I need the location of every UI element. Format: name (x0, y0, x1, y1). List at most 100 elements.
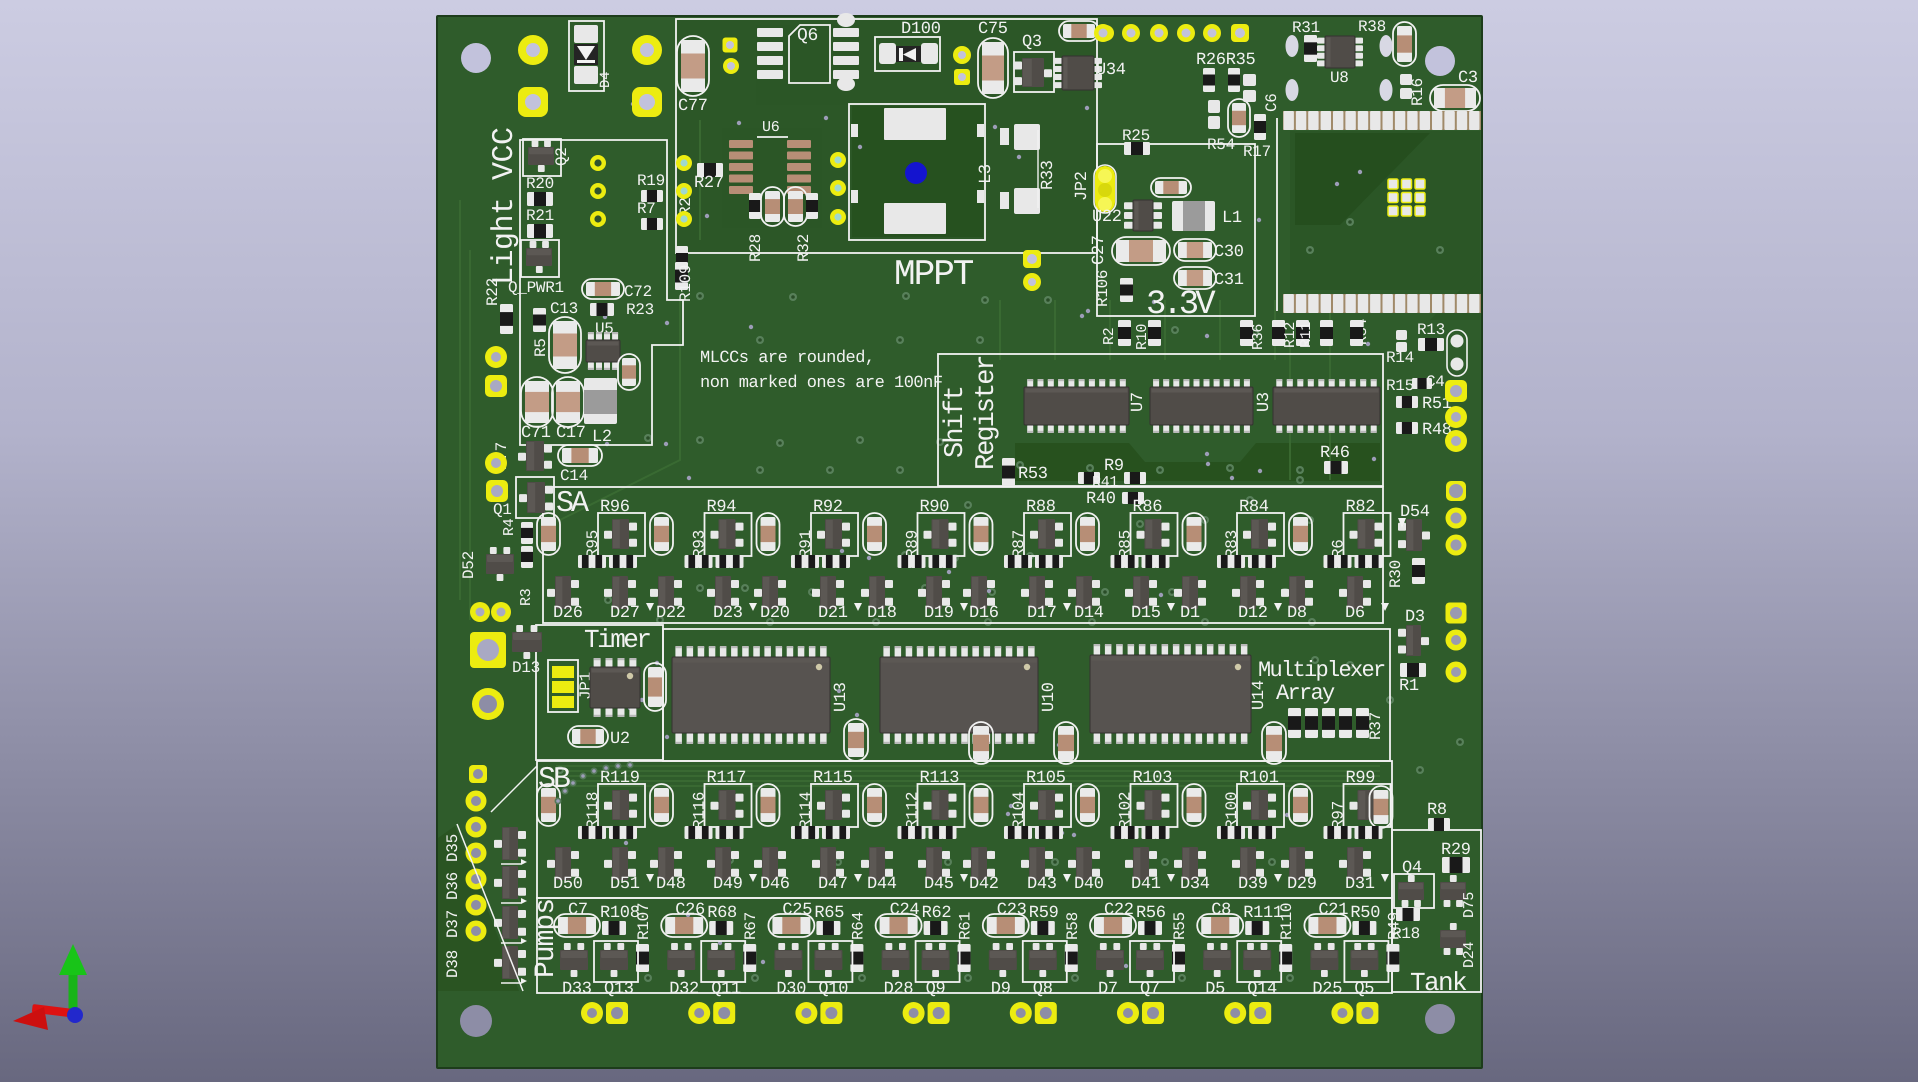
svg-text:R103: R103 (1133, 769, 1173, 788)
svg-text:R53: R53 (1018, 465, 1048, 484)
svg-text:R90: R90 (920, 498, 950, 517)
svg-text:R108: R108 (600, 904, 640, 923)
svg-text:R62: R62 (922, 904, 952, 923)
svg-text:R32: R32 (795, 234, 813, 262)
svg-text:R33: R33 (1039, 160, 1058, 190)
svg-text:Multiplexer: Multiplexer (1258, 658, 1385, 683)
svg-text:R12: R12 (1282, 322, 1299, 348)
svg-text:R58: R58 (1064, 912, 1082, 940)
svg-text:Q10: Q10 (818, 980, 848, 999)
svg-text:R105: R105 (1026, 769, 1066, 788)
svg-text:C13: C13 (550, 300, 578, 318)
svg-text:U10: U10 (1040, 682, 1059, 712)
svg-text:D20: D20 (760, 604, 790, 623)
svg-text:C6: C6 (1263, 93, 1281, 112)
svg-text:D75: D75 (1461, 892, 1478, 918)
svg-text:Pumps: Pumps (531, 899, 562, 978)
svg-text:R113: R113 (920, 769, 960, 788)
svg-text:C26: C26 (675, 901, 705, 920)
svg-text:R36: R36 (1250, 324, 1267, 350)
svg-text:D52: D52 (460, 551, 478, 579)
svg-text:D6: D6 (1345, 604, 1365, 623)
svg-text:D9: D9 (991, 980, 1011, 999)
svg-text:U2: U2 (610, 730, 630, 749)
svg-text:C30: C30 (1214, 243, 1244, 262)
svg-text:D4: D4 (598, 72, 614, 88)
svg-text:D29: D29 (1287, 875, 1317, 894)
svg-text:L3: L3 (977, 164, 996, 184)
svg-text:D37: D37 (444, 910, 462, 938)
svg-text:Q2: Q2 (553, 147, 571, 166)
svg-text:D40: D40 (1074, 875, 1104, 894)
svg-text:R5: R5 (532, 338, 550, 357)
svg-text:L2: L2 (592, 428, 612, 447)
svg-text:C25: C25 (782, 901, 812, 920)
svg-text:C75: C75 (978, 20, 1008, 39)
svg-text:D16: D16 (969, 604, 999, 623)
svg-text:R91: R91 (797, 530, 815, 558)
svg-text:R112: R112 (904, 792, 922, 829)
svg-text:D15: D15 (1131, 604, 1161, 623)
svg-text:C4: C4 (1426, 373, 1445, 391)
svg-text:D35: D35 (444, 834, 462, 862)
svg-text:L1: L1 (1222, 209, 1242, 228)
svg-text:R92: R92 (813, 498, 843, 517)
svg-text:C7: C7 (568, 901, 588, 920)
svg-text:D33: D33 (562, 980, 592, 999)
svg-text:D39: D39 (1238, 875, 1268, 894)
svg-text:D30: D30 (776, 980, 806, 999)
svg-text:D7: D7 (1098, 980, 1118, 999)
svg-text:D45: D45 (924, 875, 954, 894)
svg-text:R22: R22 (484, 278, 502, 306)
svg-text:R40: R40 (1086, 490, 1116, 509)
svg-text:R7: R7 (637, 200, 656, 218)
svg-text:R11: R11 (1298, 322, 1315, 348)
svg-text:D34: D34 (1180, 875, 1210, 894)
svg-text:JP2: JP2 (1073, 171, 1092, 201)
svg-text:SA: SA (556, 487, 589, 521)
svg-text:C14: C14 (560, 467, 588, 485)
svg-text:Register: Register (972, 356, 1002, 470)
svg-text:C71: C71 (521, 424, 551, 443)
svg-text:R54: R54 (1207, 136, 1235, 154)
svg-text:R6: R6 (1330, 539, 1348, 558)
svg-text:R114: R114 (797, 792, 815, 829)
svg-text:R55: R55 (1171, 912, 1189, 940)
svg-text:D25: D25 (1312, 980, 1342, 999)
svg-text:C22: C22 (1104, 901, 1134, 920)
svg-text:Q_PWR1: Q_PWR1 (508, 279, 564, 297)
svg-text:R93: R93 (691, 530, 709, 558)
svg-text:D51: D51 (610, 875, 640, 894)
svg-text:U13: U13 (832, 682, 851, 712)
svg-text:R95: R95 (584, 530, 602, 558)
svg-text:R117: R117 (707, 769, 747, 788)
svg-text:Q11: Q11 (711, 980, 741, 999)
svg-text:MPPT: MPPT (894, 254, 974, 295)
svg-text:D48: D48 (656, 875, 686, 894)
svg-text:R115: R115 (813, 769, 853, 788)
svg-text:D13: D13 (512, 659, 540, 677)
svg-text:R102: R102 (1117, 792, 1135, 829)
svg-text:R23: R23 (626, 301, 654, 319)
svg-text:D36: D36 (444, 872, 462, 900)
svg-text:R65: R65 (814, 904, 844, 923)
svg-text:U22: U22 (1092, 208, 1122, 227)
svg-text:U3: U3 (1255, 392, 1274, 412)
svg-text:U7: U7 (1129, 392, 1148, 412)
svg-text:R19: R19 (637, 172, 665, 190)
svg-text:R111: R111 (1243, 904, 1283, 923)
svg-text:D17: D17 (1027, 604, 1057, 623)
svg-text:Tank: Tank (1410, 968, 1467, 998)
svg-text:D3: D3 (1405, 608, 1425, 627)
svg-text:R4: R4 (501, 518, 518, 536)
svg-text:R116: R116 (691, 792, 709, 829)
svg-text:R67: R67 (742, 912, 760, 940)
svg-text:D26: D26 (553, 604, 583, 623)
svg-text:R50: R50 (1350, 904, 1380, 923)
svg-text:D41: D41 (1131, 875, 1161, 894)
svg-text:R31: R31 (1292, 19, 1320, 37)
svg-text:R56: R56 (1136, 904, 1166, 923)
svg-text:D22: D22 (656, 604, 686, 623)
svg-text:R83: R83 (1223, 530, 1241, 558)
svg-text:D19: D19 (924, 604, 954, 623)
